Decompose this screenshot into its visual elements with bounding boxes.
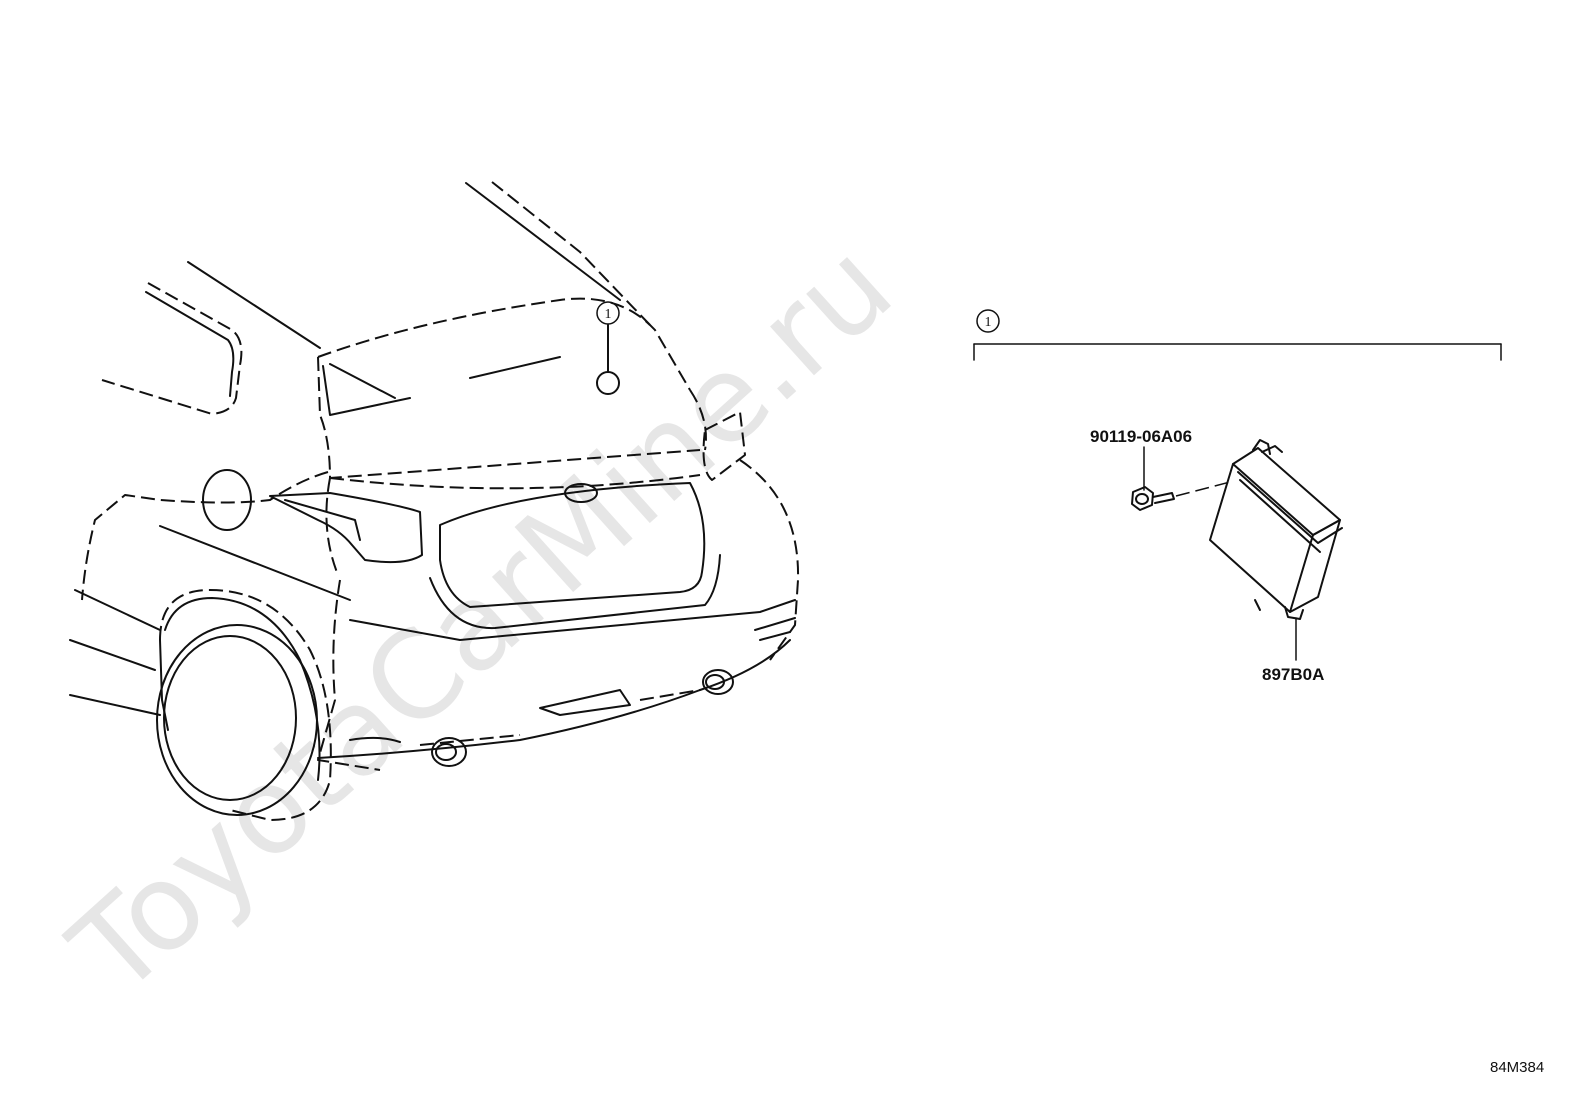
module-part-number: 897B0A (1262, 665, 1324, 684)
bolt-part-number: 90119-06A06 (1090, 427, 1192, 446)
diagram-code: 84M384 (1490, 1059, 1544, 1076)
car-illustration (69, 181, 800, 821)
group-bracket: 1 (973, 309, 1502, 361)
module-part (1209, 439, 1343, 661)
car-callout-number: 1 (605, 307, 612, 322)
group-callout-number: 1 (985, 315, 992, 330)
bolt-part (1131, 446, 1231, 511)
car-callout: 1 (596, 301, 620, 325)
